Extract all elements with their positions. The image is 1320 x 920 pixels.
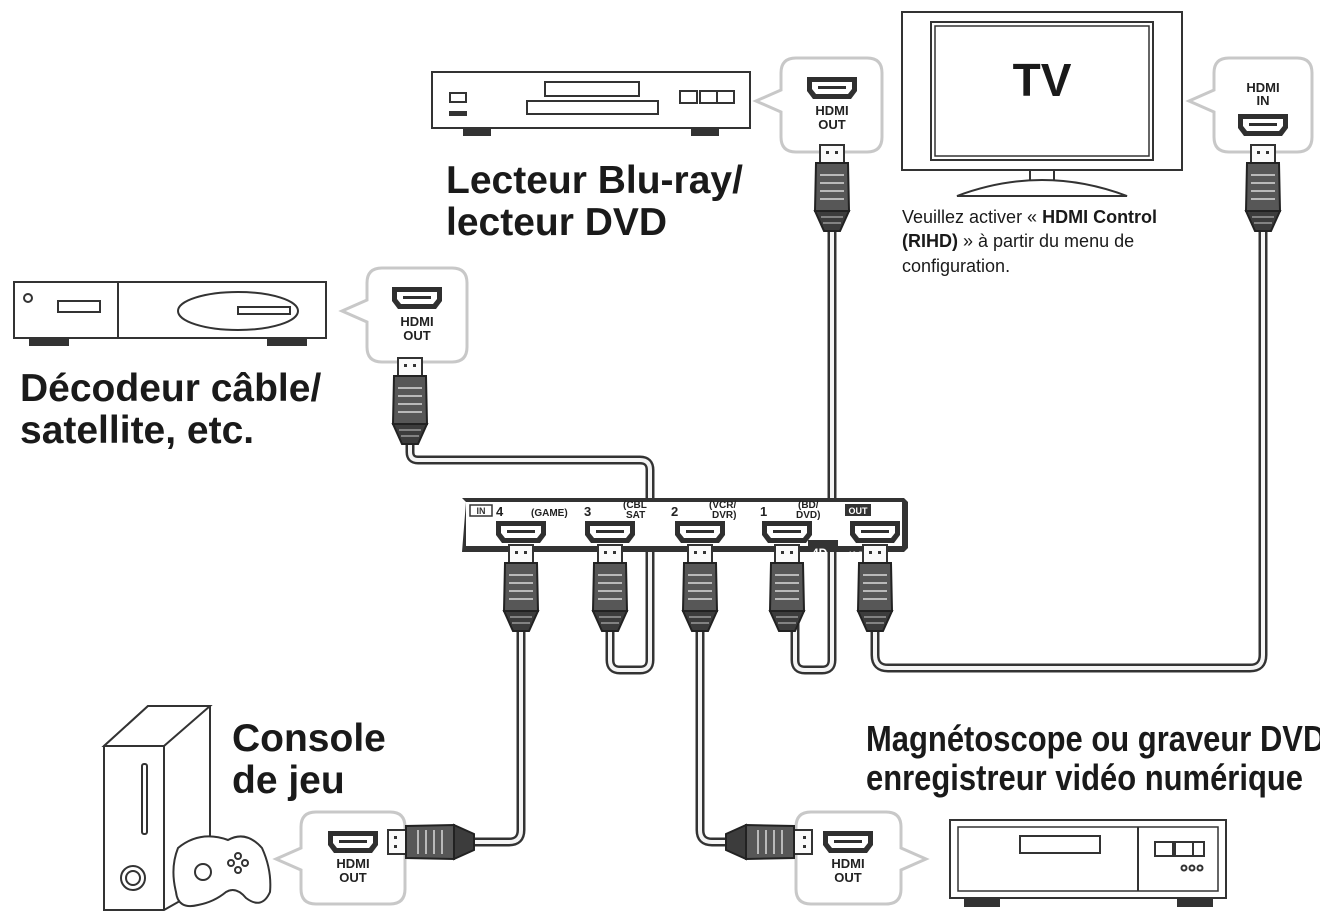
recorder-label-line1: Magnétoscope ou graveur DVD/ [866, 718, 1320, 759]
tv-label: TV [1013, 54, 1072, 106]
svg-text:IN: IN [477, 506, 486, 516]
port-4-number: 4 [496, 504, 504, 519]
port-4-sublabel: (GAME) [531, 508, 568, 519]
port-3-sublabel: (CBL [623, 500, 647, 511]
note-text-2: » à partir du menu de configuration. [902, 231, 1135, 276]
port-3-number: 3 [584, 504, 591, 519]
receiver-hdmi-panel: IN OUT 4 (GAME) 3 (CBL SAT 2 (VCR/ DVR) … [462, 498, 908, 560]
callout-decoder-hdmi-out: HDMI OUT [338, 266, 469, 364]
hdmi-port-icon [328, 831, 378, 853]
cable-tv-to-out [870, 225, 1268, 673]
recorder-label: Magnétoscope ou graveur DVD/ enregistreu… [866, 718, 1320, 798]
video-recorder [949, 819, 1227, 907]
callout-text-line2: OUT [339, 870, 367, 885]
cable-port4-to-console [469, 610, 526, 847]
hdmi-port-icon [392, 287, 442, 309]
hdmi-plug-tv [1245, 144, 1281, 232]
recorder-label-line2: enregistreur vidéo numérique [866, 756, 1304, 798]
port-3-sublabel: SAT [626, 510, 645, 521]
tv [901, 11, 1183, 197]
hdmi-plug-port4 [503, 544, 539, 632]
port-1-sublabel: DVD) [796, 510, 820, 521]
bluray-label-line2: lecteur DVD [446, 201, 668, 245]
console-label-line2: de jeu [232, 759, 345, 803]
hdmi-port-icon [1238, 114, 1288, 136]
callout-tv-hdmi-in: HDMI IN [1185, 56, 1314, 154]
callout-text-line2: OUT [403, 328, 431, 343]
callout-console-hdmi-out: HDMI OUT [272, 810, 407, 906]
game-console [101, 705, 272, 911]
port-2-sublabel: (VCR/ [709, 500, 736, 511]
in-badge: IN [469, 504, 493, 517]
decoder-label: Décodeur câble/ satellite, etc. [20, 367, 322, 453]
cables [405, 225, 1268, 847]
callout-text-line1: HDMI [815, 103, 848, 118]
callout-text-line2: IN [1257, 93, 1270, 108]
callout-text-line2: OUT [818, 117, 846, 132]
hdmi-port-icon [807, 77, 857, 99]
cable-port2-to-recorder [695, 610, 731, 847]
hdmi-plug-port2 [682, 544, 718, 632]
panel-partial-label-assign: (ASS [848, 550, 870, 560]
hdmi-plug-recorder [726, 825, 812, 859]
console-label: Console de jeu [232, 717, 386, 803]
bluray-label-line1: Lecteur Blu-ray/ [446, 159, 743, 202]
hdmi-plug-port3 [592, 544, 628, 632]
decoder-label-line1: Décodeur câble/ [20, 367, 322, 410]
decoder-label-line2: satellite, etc. [20, 409, 255, 453]
console-label-line1: Console [232, 717, 386, 760]
callout-text-line1: HDMI [336, 856, 369, 871]
hdmi-port-icon [675, 521, 725, 543]
hdmi-plug-console [387, 824, 475, 860]
callout-text-line1: HDMI [400, 314, 433, 329]
hdmi-plug-bluray [814, 144, 850, 232]
panel-partial-label: 4D [812, 546, 828, 560]
port-2-sublabel: DVR) [712, 510, 736, 521]
out-badge: OUT [845, 504, 871, 516]
hdmi-plug-out [857, 544, 893, 632]
hdmi-control-note: Veuillez activer « HDMI Control (RIHD) »… [902, 205, 1202, 278]
note-text-1: Veuillez activer « [902, 207, 1043, 227]
bluray-player [431, 71, 751, 136]
port-1-number: 1 [760, 504, 767, 519]
bluray-label: Lecteur Blu-ray/ lecteur DVD [446, 159, 743, 245]
hdmi-port-icon [850, 521, 900, 543]
decoder [13, 281, 327, 346]
callout-recorder-hdmi-out: HDMI OUT [794, 810, 930, 906]
hdmi-plug-decoder [392, 357, 428, 445]
callout-text-line1: HDMI [1246, 80, 1279, 95]
note-text-bold: HDMI Control (RIHD) [902, 207, 1158, 252]
svg-text:OUT: OUT [849, 506, 869, 516]
gamepad-icon [172, 835, 272, 908]
hdmi-port-icon [823, 831, 873, 853]
callout-text-line1: HDMI [831, 856, 864, 871]
hdmi-port-icon [496, 521, 546, 543]
hdmi-plug-port1 [769, 544, 805, 632]
callout-bluray-hdmi-out: HDMI OUT [752, 56, 884, 154]
callout-text-line2: OUT [834, 870, 862, 885]
hdmi-port-icon [762, 521, 812, 543]
port-1-sublabel: (BD/ [798, 500, 819, 511]
port-2-number: 2 [671, 504, 678, 519]
hdmi-port-icon [585, 521, 635, 543]
